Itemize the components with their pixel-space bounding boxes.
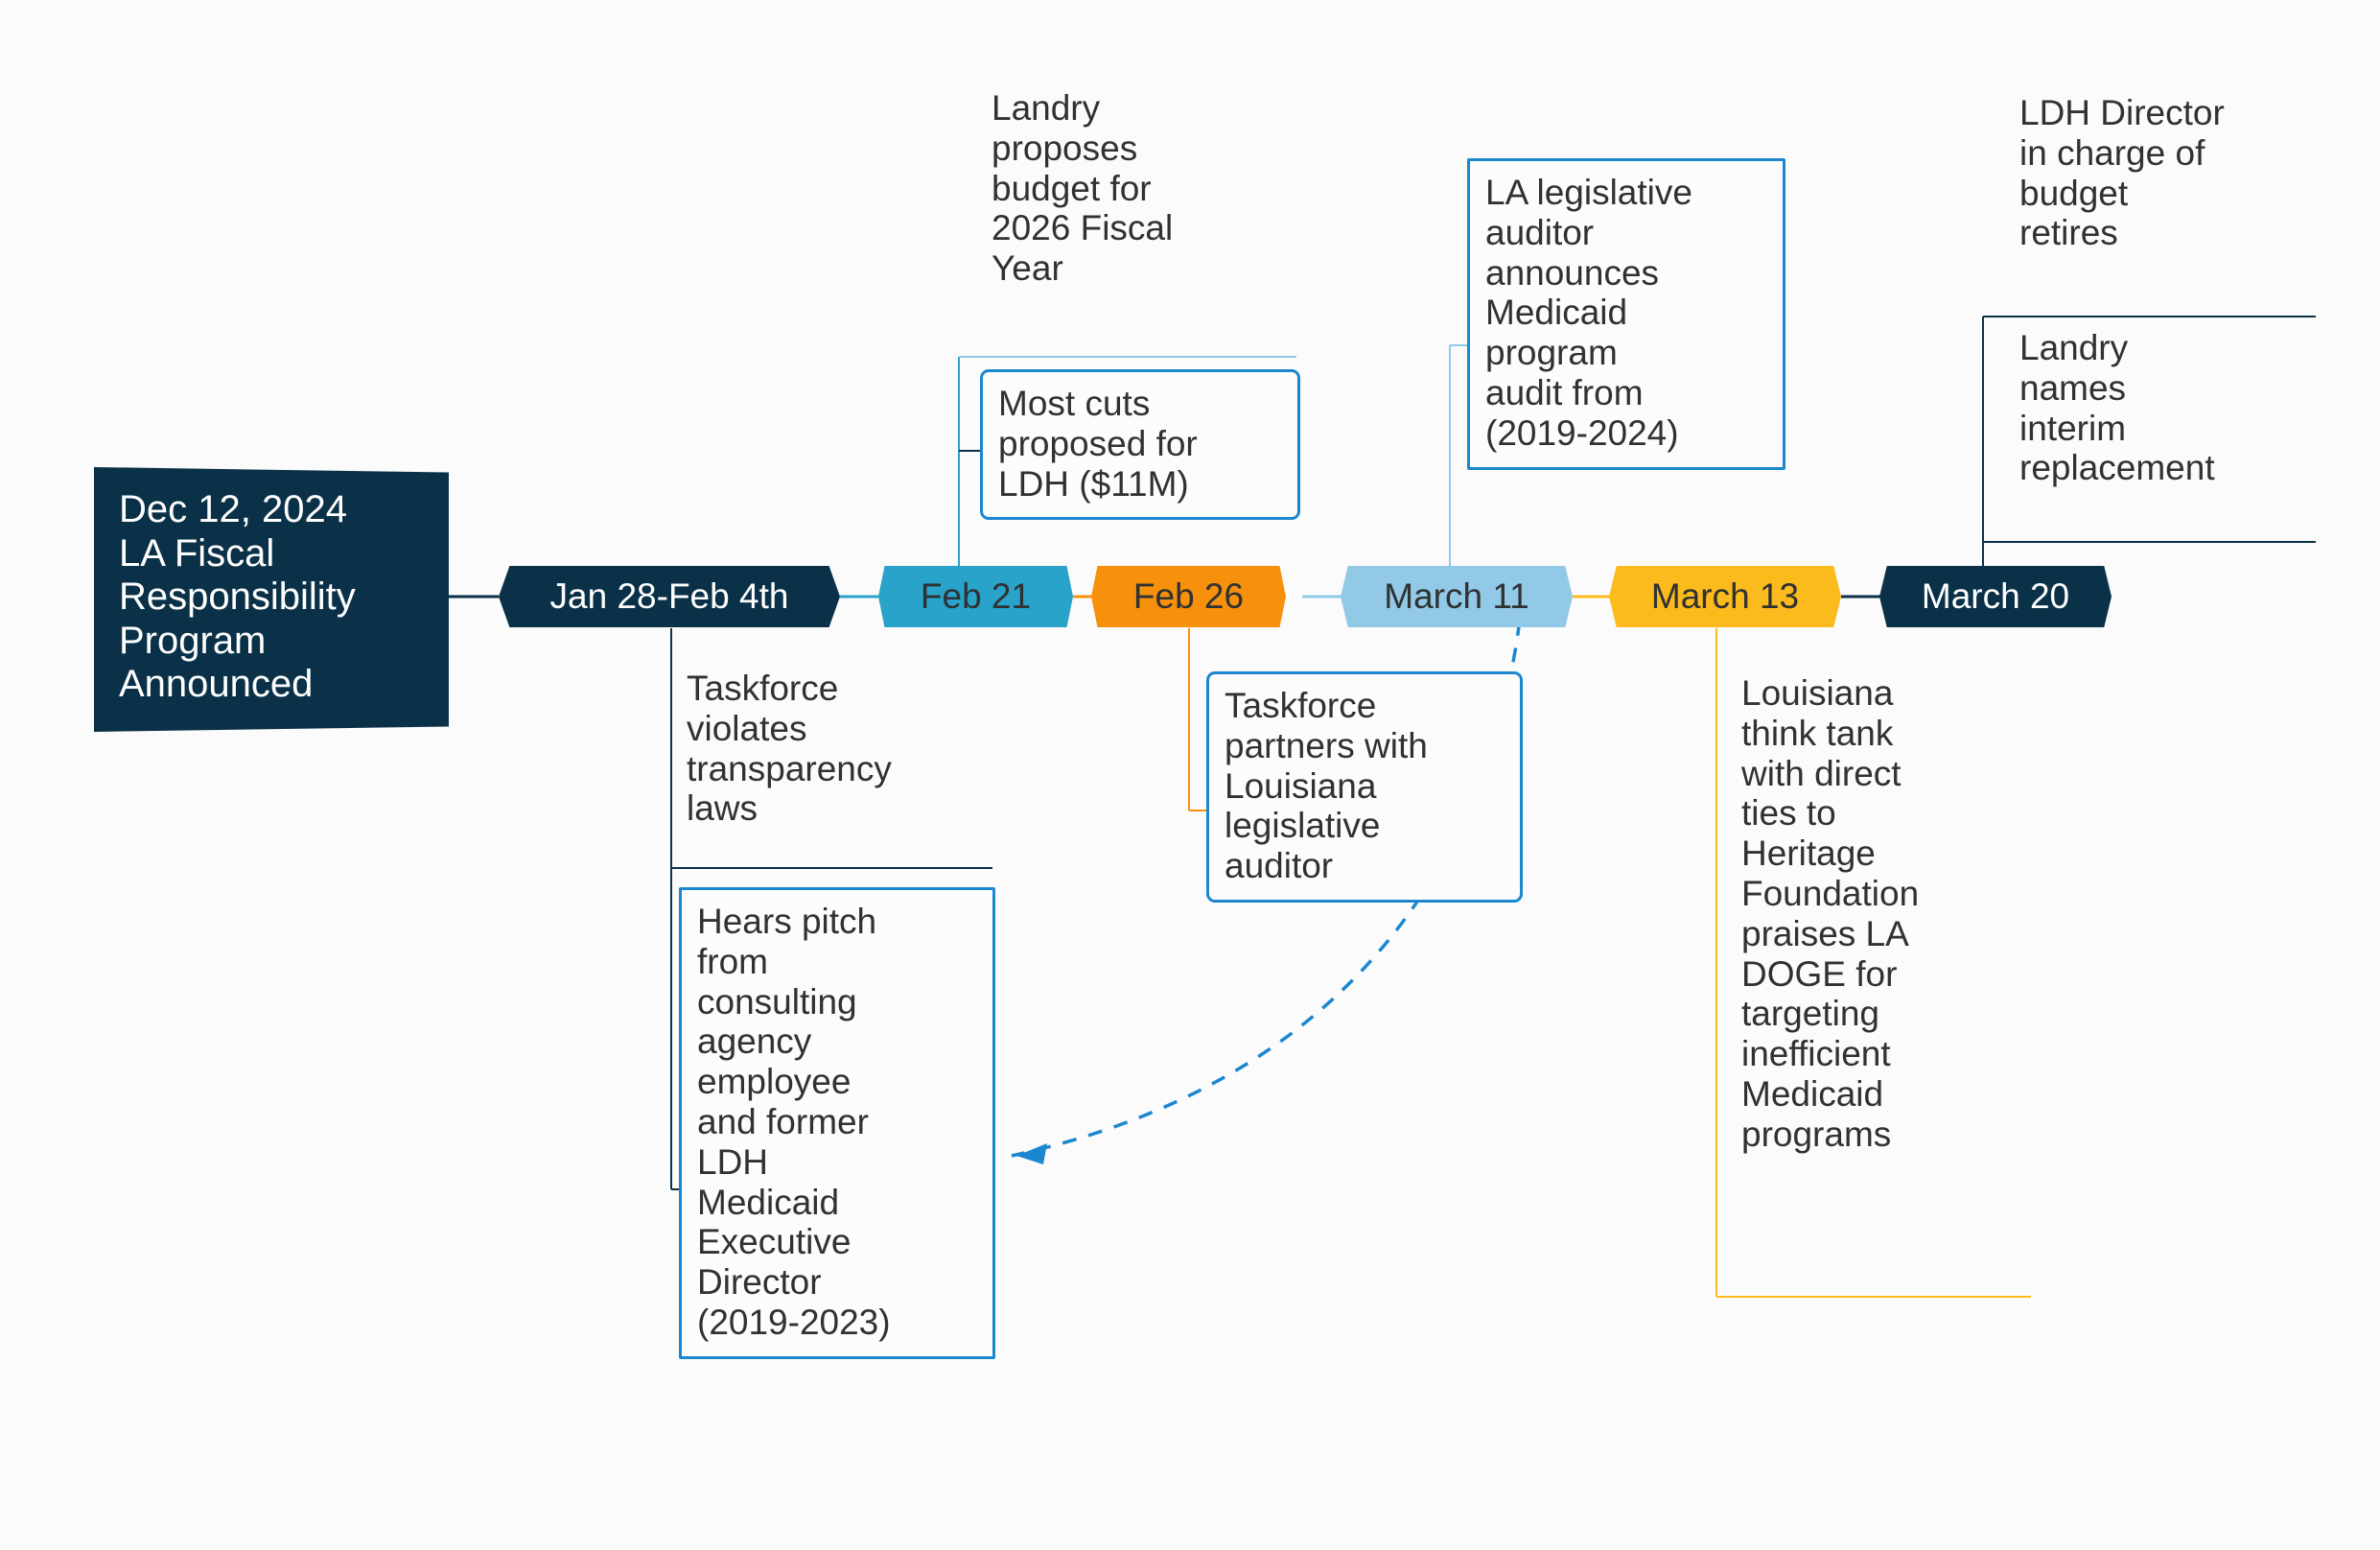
callout-ldh-director-retires: LDH Director in charge of budget retires (2019, 93, 2225, 253)
milestone-label: Jan 28-Feb 4th (549, 576, 789, 616)
milestone-chip-march-11[interactable]: March 11 (1341, 566, 1573, 627)
callout-think-tank-heritage: Louisiana think tank with direct ties to… (1741, 673, 1920, 1154)
callout-taskforce-partners-auditor: Taskforce partners with Louisiana legisl… (1206, 671, 1523, 903)
intro-panel: Dec 12, 2024 LA Fiscal Responsibility Pr… (94, 467, 449, 732)
milestone-chip-feb-26[interactable]: Feb 26 (1091, 566, 1286, 627)
milestone-label: Feb 26 (1132, 576, 1245, 616)
milestone-chip-jan-28-feb-4[interactable]: Jan 28-Feb 4th (499, 566, 840, 627)
callout-hears-pitch-consulting: Hears pitch from consulting agency emplo… (679, 887, 995, 1359)
milestone-chip-feb-21[interactable]: Feb 21 (878, 566, 1073, 627)
callout-taskforce-violates-transparency: Taskforce violates transparency laws (687, 669, 892, 829)
milestone-label: March 13 (1650, 576, 1800, 616)
callout-most-cuts-ldh: Most cuts proposed for LDH ($11M) (980, 369, 1300, 521)
milestone-label: March 11 (1384, 576, 1529, 616)
callout-landry-names-interim: Landry names interim replacement (2019, 328, 2215, 488)
callout-landry-proposes-budget: Landry proposes budget for 2026 Fiscal Y… (992, 88, 1174, 289)
milestone-label: March 20 (1921, 576, 2070, 616)
callout-la-legislative-auditor-announces: LA legislative auditor announces Medicai… (1467, 158, 1785, 470)
milestone-label: Feb 21 (920, 576, 1032, 616)
milestone-chip-march-20[interactable]: March 20 (1879, 566, 2112, 627)
milestone-chip-march-13[interactable]: March 13 (1609, 566, 1841, 627)
